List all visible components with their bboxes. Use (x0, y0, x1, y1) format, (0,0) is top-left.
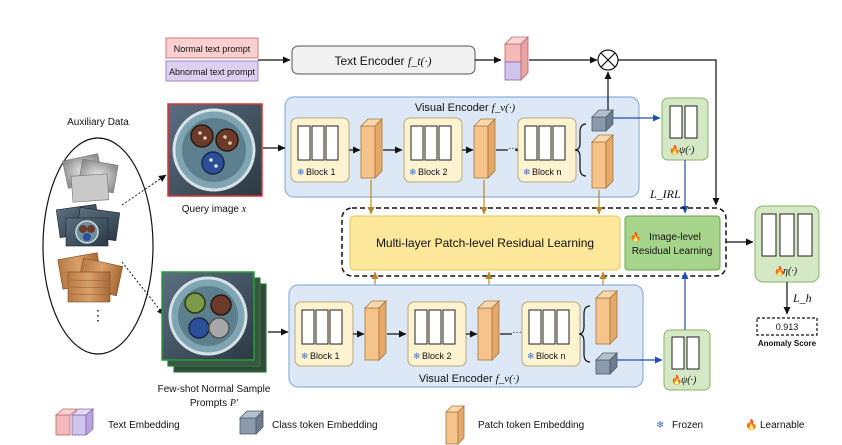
normal-prompt-box (165, 37, 259, 59)
top-ellipsis: … (508, 141, 518, 152)
legend-learnable-label: Learnable (760, 420, 805, 431)
learnable-icon: 🔥 (774, 265, 785, 276)
psi-top-label: ψ(·) (679, 145, 695, 156)
bottom-patch-token-1 (364, 300, 387, 361)
psi-top-box: 🔥 ψ(·) (661, 97, 709, 161)
fewshot-label-line1: Few-shot Normal Sample (158, 384, 271, 395)
bottom-block-2: ❄ Block 2 (407, 301, 467, 367)
visual-encoder-bottom-label: Visual Encoder f_v(·) (419, 373, 520, 385)
frozen-icon: ❄ (413, 351, 421, 361)
abnormal-prompt-label: Abnormal text prompt (169, 67, 256, 77)
frozen-icon: ❄ (527, 351, 535, 361)
legend-class-token-label: Class token Embedding (272, 420, 378, 431)
visual-encoder-top-label: Visual Encoder f_v(·) (415, 102, 516, 114)
multiply-node (597, 49, 619, 71)
eta-label: η(·) (783, 266, 798, 277)
dotted-arrow-to-query (121, 174, 167, 206)
anomaly-score-box (756, 317, 818, 336)
bottom-block-n: ❄ Block n (521, 301, 581, 367)
legend-class-token-swatch (239, 410, 264, 435)
irl-label-line2: Residual Learning (632, 246, 713, 257)
frozen-icon: ❄ (297, 167, 305, 177)
top-patch-token-n (591, 134, 614, 189)
psi-bottom-label: ψ(·) (681, 375, 697, 386)
psi-bottom-box: 🔥 ψ(·) (663, 329, 711, 391)
irl-label-line1: Image-level (649, 232, 701, 243)
learnable-icon: 🔥 (630, 231, 641, 242)
legend-frozen-icon: ❄ (656, 420, 664, 431)
legend-text-embedding-swatch (54, 408, 95, 436)
anomaly-score-label: Anomaly Score (758, 339, 817, 348)
frozen-icon: ❄ (409, 167, 417, 177)
bottom-block-n-label: Block n (536, 351, 566, 361)
top-block-n-label: Block n (532, 167, 562, 177)
top-block-1-label: Block 1 (306, 167, 336, 177)
bottom-block-1-label: Block 1 (310, 351, 340, 361)
legend-frozen-label: Frozen (672, 420, 703, 431)
bottom-block-2-label: Block 2 (422, 351, 452, 361)
top-patch-token-2 (473, 118, 496, 179)
bottom-block-1: ❄ Block 1 (294, 301, 354, 367)
legend: Text Embedding Class token Embedding Pat… (54, 405, 805, 445)
top-block-2: ❄ Block 2 (403, 117, 463, 183)
fewshot-image-stack (161, 271, 267, 373)
auxiliary-ellipsis: ⋮ (91, 307, 105, 323)
irl-box (624, 215, 721, 271)
arrow-multiply-to-irl (618, 59, 720, 206)
abnormal-prompt-box (165, 60, 259, 82)
auxiliary-wood-samples (57, 252, 124, 303)
normal-prompt-label: Normal text prompt (174, 44, 251, 54)
query-image-label: Query image x (182, 204, 247, 215)
bottom-class-token (595, 352, 618, 375)
top-patch-token-1 (360, 118, 383, 179)
mplrl-box (349, 215, 621, 271)
query-image (167, 103, 263, 197)
auxiliary-data-label: Auxiliary Data (67, 117, 129, 128)
auxiliary-cable-samples (55, 204, 121, 247)
anomaly-score-value: 0.913 (776, 322, 799, 332)
loss-irl-label: L_IRL (649, 187, 681, 201)
text-encoder-label: Text Encoder f_t(·) (334, 54, 431, 68)
frozen-icon: ❄ (301, 351, 309, 361)
legend-learnable-icon: 🔥 (745, 418, 757, 431)
fewshot-label-line2: Prompts P′ (190, 398, 239, 409)
bottom-brace (578, 305, 591, 363)
text-embedding-cube (504, 36, 529, 81)
loss-h-label: L_h (792, 291, 812, 305)
legend-patch-token-label: Patch token Embedding (478, 420, 584, 431)
auxiliary-grey-samples (62, 153, 119, 203)
frozen-icon: ❄ (523, 167, 531, 177)
top-block-2-label: Block 2 (418, 167, 448, 177)
eta-box: 🔥 η(·) (754, 205, 820, 283)
learnable-icon: 🔥 (669, 144, 680, 155)
learnable-icon: 🔥 (671, 374, 682, 385)
bottom-patch-token-n (595, 290, 618, 345)
dotted-arrow-to-fewshot (121, 261, 165, 316)
top-block-1: ❄ Block 1 (290, 117, 350, 183)
top-class-token (591, 109, 614, 132)
bottom-patch-token-2 (477, 300, 500, 361)
top-block-n: ❄ Block n (517, 117, 577, 183)
mplrl-label: Multi-layer Patch-level Residual Learnin… (376, 236, 594, 250)
legend-text-embedding-label: Text Embedding (108, 420, 180, 431)
legend-patch-token-swatch (445, 405, 465, 445)
bottom-ellipsis: … (512, 325, 522, 336)
top-brace (574, 123, 587, 177)
